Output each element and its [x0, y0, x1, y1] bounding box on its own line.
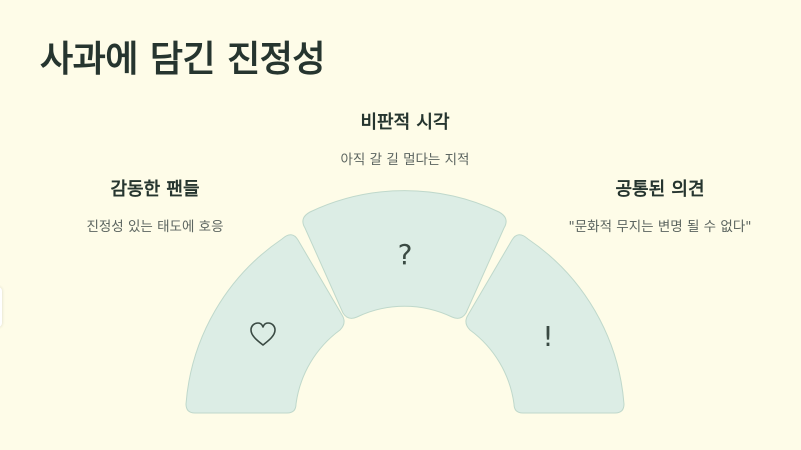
exclamation-mark-icon: !	[542, 320, 553, 353]
segment-heading-top: 비판적 시각	[360, 112, 450, 133]
page-title: 사과에 담긴 진정성	[40, 39, 326, 80]
segment-label-left: 감동한 팬들 진정성 있는 태도에 호응	[30, 175, 280, 235]
segment-label-top: 비판적 시각 아직 갈 길 멀다는 지적	[250, 108, 560, 168]
segment-heading-right: 공통된 의견	[615, 179, 705, 200]
segment-description-left: 진정성 있는 태도에 호응	[86, 219, 224, 235]
heart-icon	[250, 322, 276, 346]
segment-description-right: "문화적 무지는 변명 될 수 없다"	[568, 219, 752, 235]
question-mark-icon: ?	[398, 238, 413, 271]
arc-segment-right	[465, 234, 625, 414]
segment-label-right: 공통된 의견 "문화적 무지는 변명 될 수 없다"	[530, 175, 790, 235]
segment-description-top: 아직 갈 길 멀다는 지적	[340, 152, 470, 168]
arc-segment-top	[302, 190, 507, 319]
side-edge-handle[interactable]	[0, 287, 2, 327]
segment-heading-left: 감동한 팬들	[110, 179, 200, 200]
